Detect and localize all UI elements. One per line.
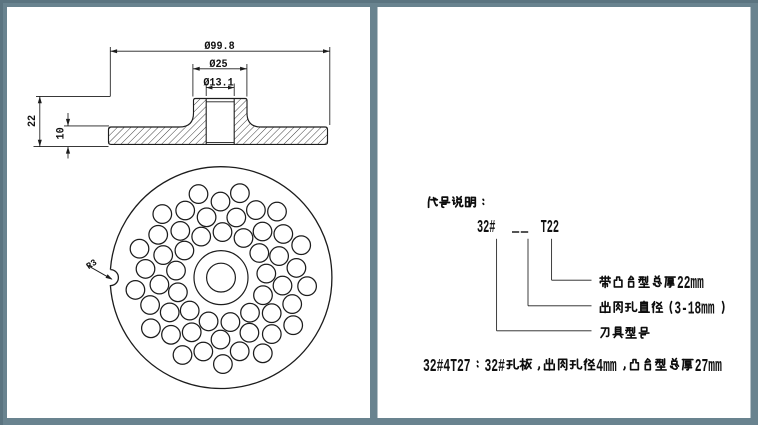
svg-text:10: 10 — [55, 127, 67, 139]
svg-text:22mm: 22mm — [677, 272, 704, 294]
svg-text:Ø25: Ø25 — [209, 59, 227, 71]
svg-text:32#: 32# — [485, 355, 505, 377]
svg-text:27mm: 27mm — [695, 355, 722, 377]
svg-text:32#4T27: 32#4T27 — [423, 355, 471, 377]
svg-text:4mm: 4mm — [596, 355, 616, 377]
svg-text:Ø99.8: Ø99.8 — [204, 41, 234, 53]
svg-text:22: 22 — [27, 115, 39, 127]
svg-text:3-18mm: 3-18mm — [674, 298, 714, 320]
svg-text:Ø13.1: Ø13.1 — [203, 77, 233, 89]
svg-text:T22: T22 — [541, 216, 559, 238]
svg-text:32#: 32# — [477, 216, 495, 238]
svg-text:R3: R3 — [85, 258, 99, 272]
